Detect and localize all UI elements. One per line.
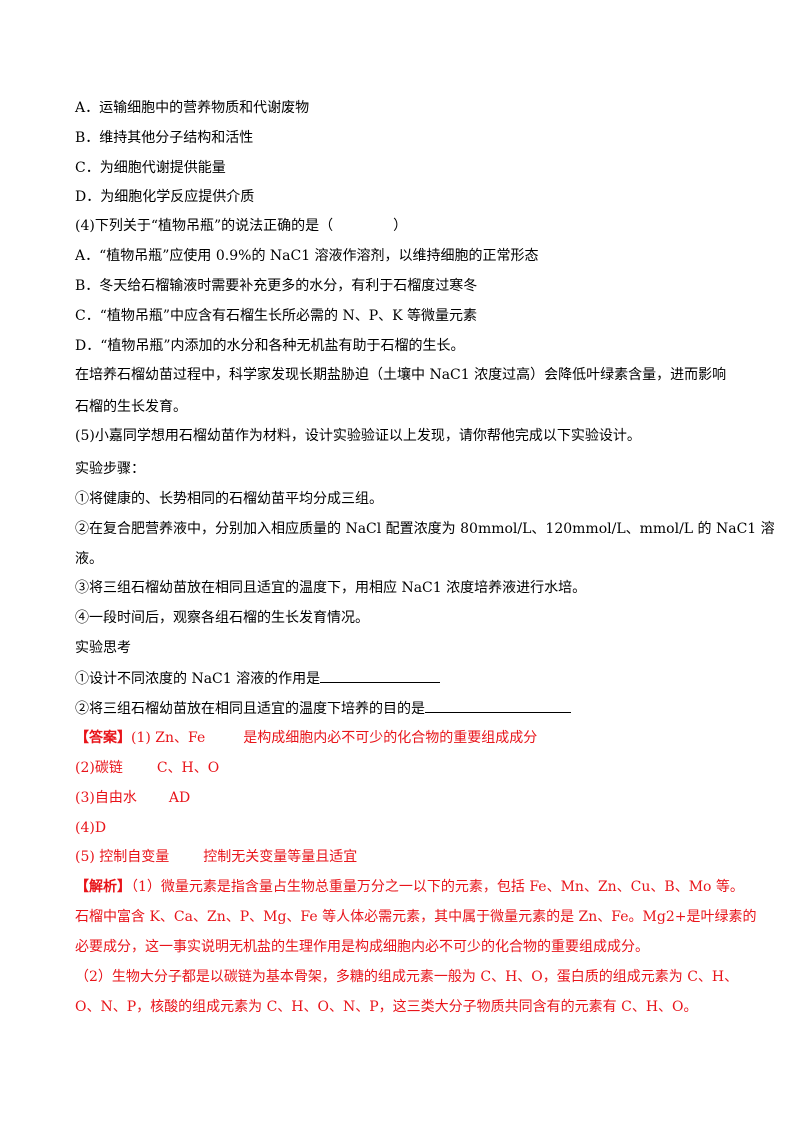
analysis-p1-text: （1）微量元素是指含量占生物总重量万分之一以下的元素，包括 Fe、Mn、Zn、C…	[131, 879, 744, 895]
q5-stem: (5)小嘉同学想用石榴幼苗作为材料，设计实验验证以上发现，请你帮他完成以下实验设…	[75, 428, 641, 444]
q3-option-c: C．为细胞代谢提供能量	[75, 160, 226, 176]
think-2-text: ②将三组石榴幼苗放在相同且适宜的温度下培养的目的是	[75, 701, 425, 717]
think-title: 实验思考	[75, 640, 131, 656]
q4-stem-text: (4)下列关于“植物吊瓶”的说法正确的是（	[75, 218, 334, 234]
think-2: ②将三组石榴幼苗放在相同且适宜的温度下培养的目的是	[75, 698, 571, 719]
answer-1: 【答案】(1) Zn、Fe 是构成细胞内必不可少的化合物的重要组成成分	[75, 728, 537, 748]
step-3: ③将三组石榴幼苗放在相同且适宜的温度下，用相应 NaC1 浓度培养液进行水培。	[75, 580, 587, 596]
q4-option-b: B．冬天给石榴输液时需要补充更多的水分，有利于石榴度过寒冬	[75, 278, 478, 294]
q4-stem-close: ）	[393, 218, 408, 234]
think-1: ①设计不同浓度的 NaC1 溶液的作用是	[75, 668, 441, 689]
answer-2-left: (2)碳链	[75, 760, 123, 776]
analysis-p1-line-3: 必要成分，这一事实说明无机盐的生理作用是构成细胞内必不可少的化合物的重要组成成分…	[75, 939, 649, 955]
step-2-line-2: 液。	[75, 551, 103, 567]
q4-option-d: D．“植物吊瓶”内添加的水分和各种无机盐有助于石榴的生长。	[75, 338, 465, 354]
step-4: ④一段时间后，观察各组石榴的生长发育情况。	[75, 610, 369, 626]
q4-stem: (4)下列关于“植物吊瓶”的说法正确的是（ ）	[75, 216, 407, 236]
analysis-p2-line-2: O、N、P，核酸的组成元素为 C、H、O、N、P，这三类大分子物质共同含有的元素…	[75, 999, 698, 1015]
q4-option-c: C．“植物吊瓶”中应含有石榴生长所必需的 N、P、K 等微量元素	[75, 308, 478, 324]
answer-blank	[320, 668, 441, 683]
answer-1-left: (1) Zn、Fe	[131, 730, 206, 746]
answer-2-right: C、H、O	[156, 760, 220, 776]
answer-5: (5) 控制自变量 控制无关变量等量且适宜	[75, 847, 357, 867]
answer-blank	[425, 698, 571, 713]
analysis-label: 【解析】	[75, 879, 131, 895]
analysis-p2-line-1: （2）生物大分子都是以碳链为基本骨架，多糖的组成元素一般为 C、H、O，蛋白质的…	[75, 969, 739, 985]
analysis-p1-line-2: 石榴中富含 K、Ca、Zn、P、Mg、Fe 等人体必需元素，其中属于微量元素的是…	[75, 909, 757, 925]
analysis-p1-line-1: 【解析】（1）微量元素是指含量占生物总重量万分之一以下的元素，包括 Fe、Mn、…	[75, 877, 744, 897]
answer-3-left: (3)自由水	[75, 790, 137, 806]
step-2-line-1: ②在复合肥营养液中，分别加入相应质量的 NaCl 配置浓度为 80mmol/L、…	[75, 521, 775, 537]
answer-5-right: 控制无关变量等量且适宜	[203, 849, 358, 865]
answer-5-left: (5) 控制自变量	[75, 849, 170, 865]
answer-2: (2)碳链 C、H、O	[75, 758, 219, 778]
answer-3: (3)自由水 AD	[75, 788, 190, 808]
answer-4: (4)D	[75, 820, 107, 836]
q3-option-b: B．维持其他分子结构和活性	[75, 130, 254, 146]
context-line-1: 在培养石榴幼苗过程中，科学家发现长期盐胁迫（土壤中 NaC1 浓度过高）会降低叶…	[75, 367, 727, 383]
answer-label: 【答案】	[75, 730, 131, 746]
context-line-2: 石榴的生长发育。	[75, 399, 187, 415]
q3-option-a: A．运输细胞中的营养物质和代谢废物	[75, 100, 310, 116]
q3-option-d: D．为细胞化学反应提供介质	[75, 189, 255, 205]
think-1-text: ①设计不同浓度的 NaC1 溶液的作用是	[75, 671, 321, 687]
step-1: ①将健康的、长势相同的石榴幼苗平均分成三组。	[75, 491, 383, 507]
answer-1-right: 是构成细胞内必不可少的化合物的重要组成成分	[243, 730, 538, 746]
q4-option-a: A．“植物吊瓶”应使用 0.9%的 NaC1 溶液作溶剂，以维持细胞的正常形态	[75, 248, 539, 264]
steps-title: 实验步骤：	[75, 461, 145, 477]
answer-3-right: AD	[168, 790, 191, 806]
